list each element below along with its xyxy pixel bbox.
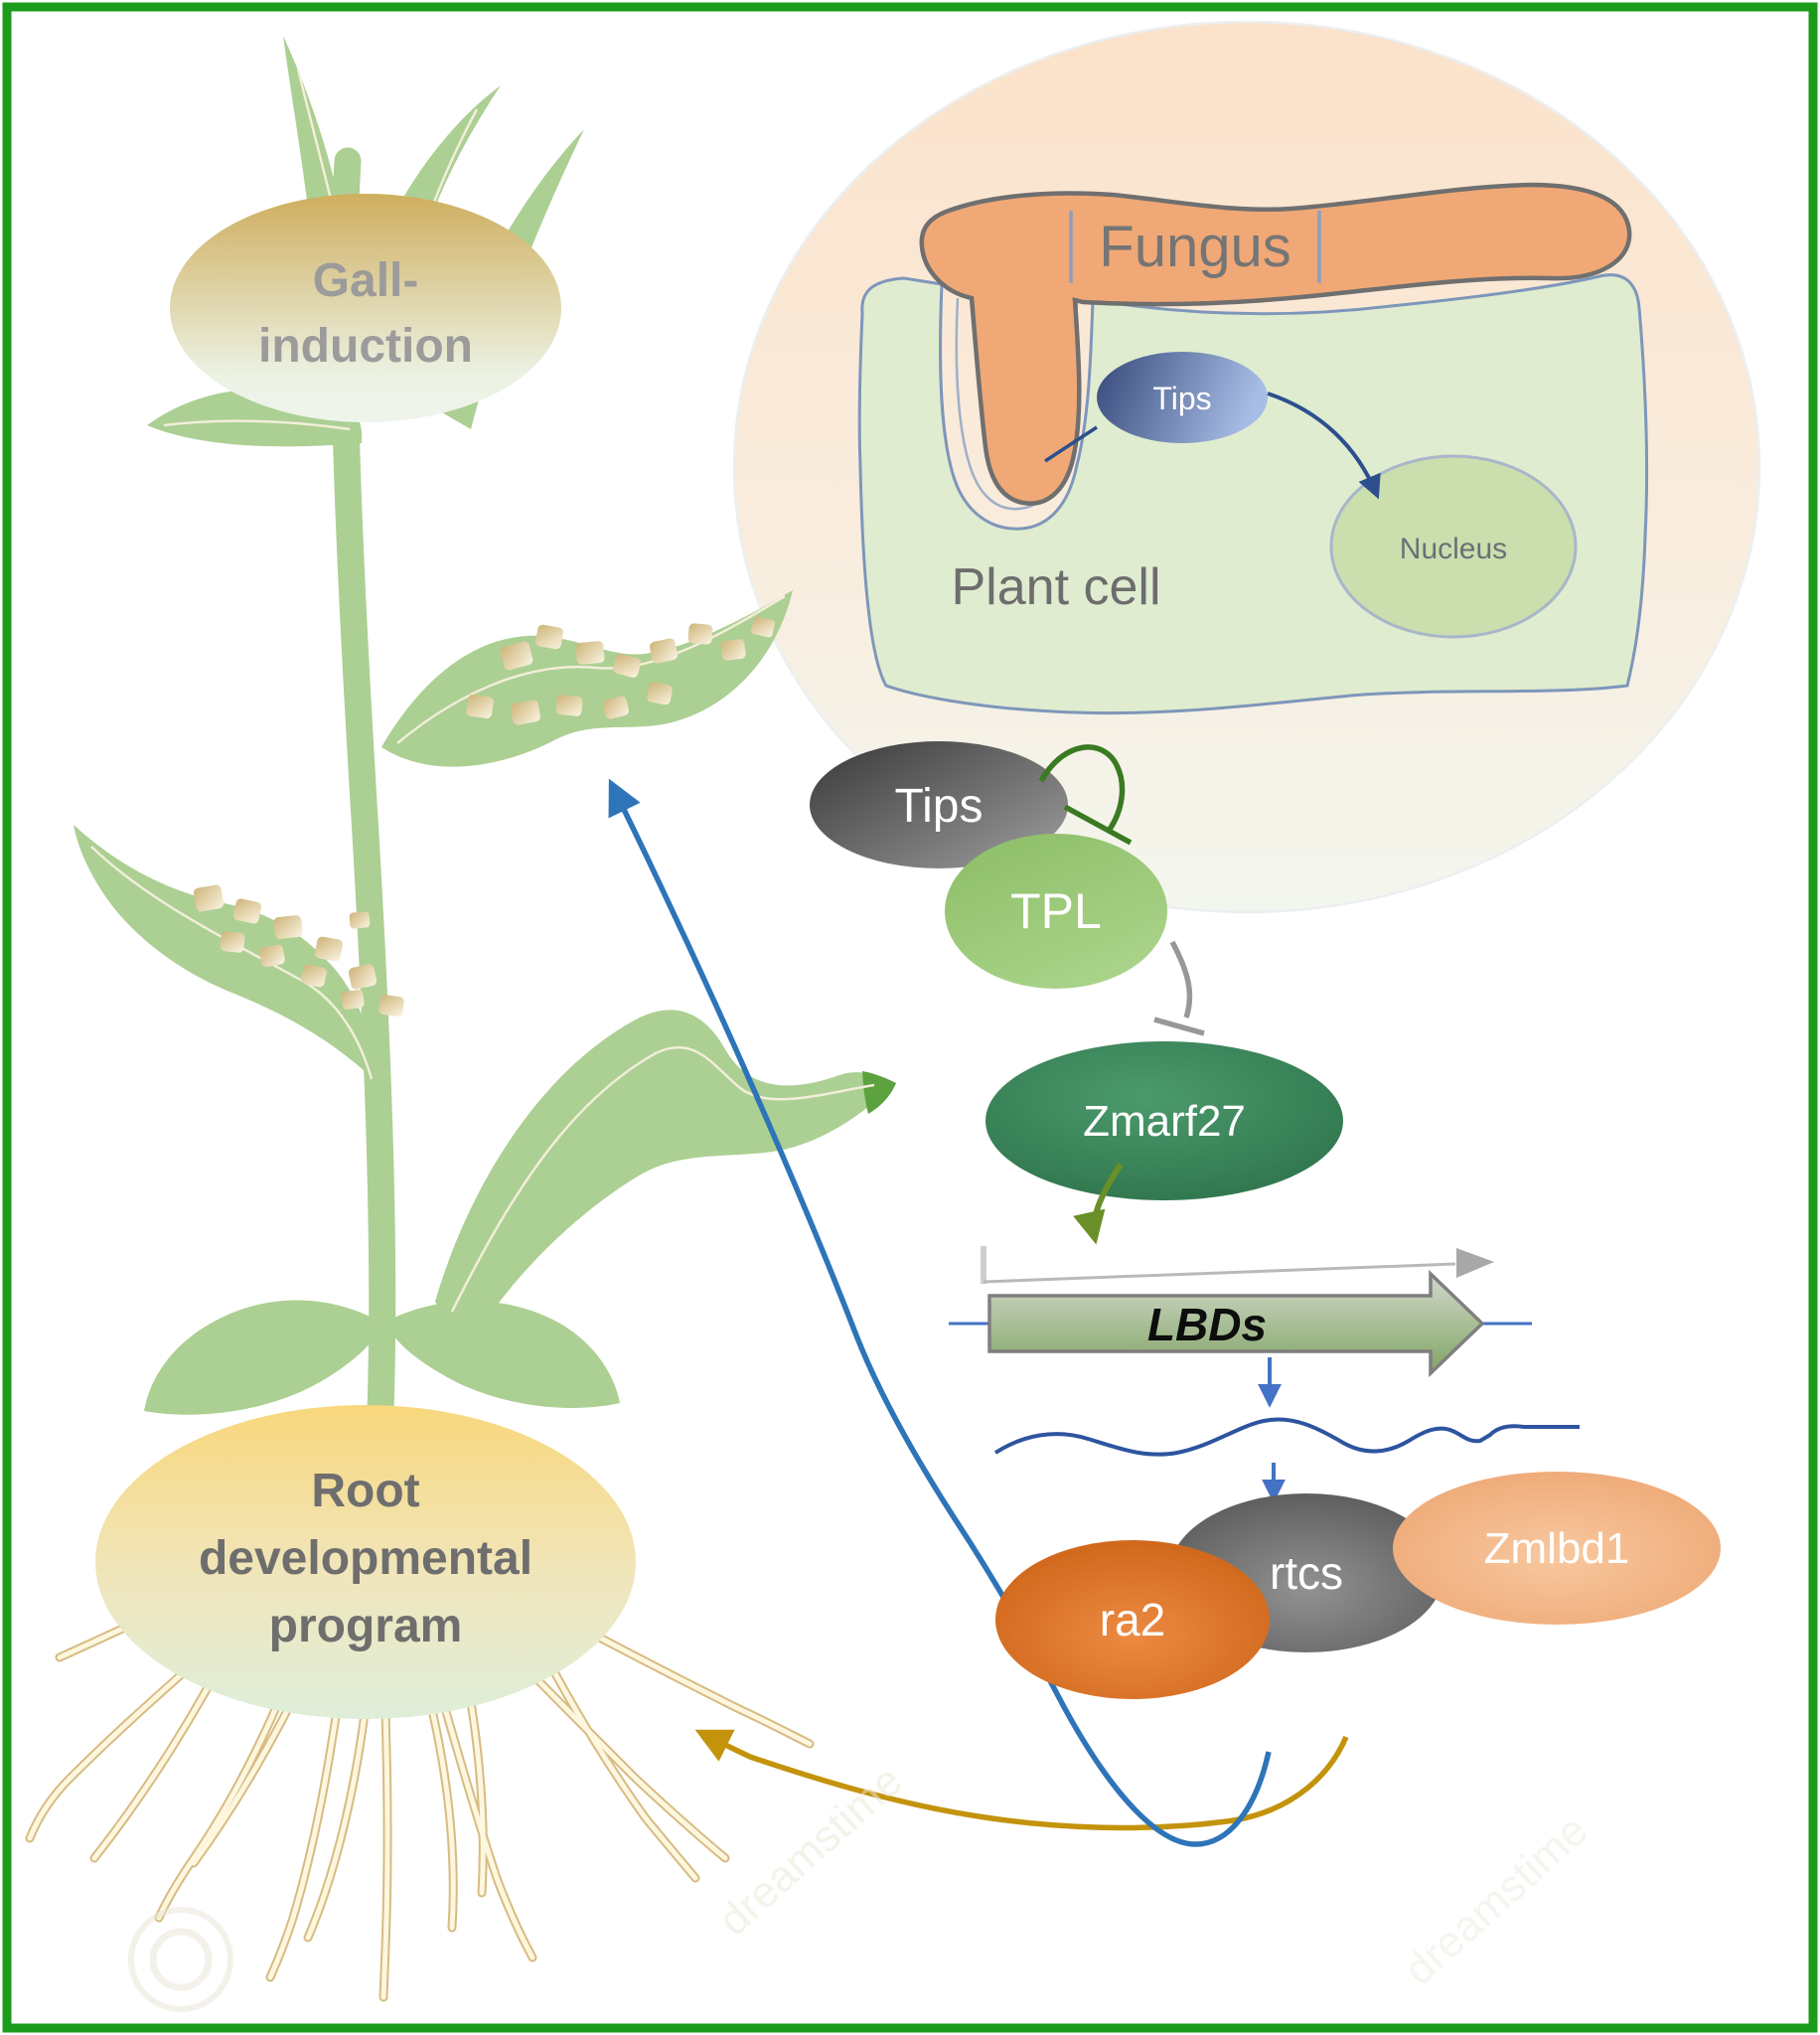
leaf-veins xyxy=(90,69,875,1313)
zmarf27-node xyxy=(986,1041,1343,1200)
nucleus-label: Nucleus xyxy=(1400,533,1507,565)
effector-tips-label: Tips xyxy=(1152,381,1211,416)
leaf-tip-accent xyxy=(862,1071,896,1114)
ra2-node xyxy=(995,1540,1270,1699)
gall-spots xyxy=(193,616,775,1017)
lbds-gene-label: LBDs xyxy=(1147,1299,1267,1350)
tpl-node xyxy=(945,834,1167,989)
tips-node xyxy=(810,741,1068,868)
root-program-node: Root developmental program xyxy=(95,1405,636,1719)
gall-induction-node: Gall- induction xyxy=(170,194,561,422)
zmlbd1-node-label: Zmlbd1 xyxy=(1484,1524,1630,1573)
tips-node-label: Tips xyxy=(895,780,984,833)
gall-induction-label-line2: induction xyxy=(258,320,473,373)
gall-induction-label-line1: Gall- xyxy=(313,254,419,307)
plant-cell-inset: Fungus Nucleus Tips Plant cell xyxy=(857,182,1649,715)
tpl-node-label: TPL xyxy=(1010,883,1102,939)
lbds-gene-arrow xyxy=(987,1269,1485,1378)
root-feedback-arrow xyxy=(694,1729,1349,1831)
root-program-label-line1: Root xyxy=(311,1465,419,1517)
leaf-gall-right xyxy=(381,590,793,767)
gene-scale-line xyxy=(983,1262,1456,1284)
leaf-bottom-right xyxy=(385,1301,620,1408)
effector-to-nucleus-arrow xyxy=(1267,391,1381,500)
gall-induction-arrow xyxy=(608,778,1272,1847)
zmarf27-node-label: Zmarf27 xyxy=(1083,1097,1246,1146)
tpl-zmarf-inhibition-curve xyxy=(1169,940,1193,1018)
tpl-zmarf-inhibition-bar xyxy=(1153,1017,1205,1036)
fungus-hypha xyxy=(919,182,1632,506)
fungus-label: Fungus xyxy=(1099,215,1290,279)
tips-tpl-inhibition-curve xyxy=(1038,744,1126,833)
hypha-to-effector-line xyxy=(1044,425,1098,463)
mrna-wave xyxy=(993,1417,1580,1457)
leaf-bottom-left xyxy=(144,1300,383,1415)
pathway: Tips TPL Zmarf27 LBDs xyxy=(810,741,1580,1503)
ra2-node-label: ra2 xyxy=(1100,1594,1165,1645)
root-program-label-line3: program xyxy=(269,1600,463,1652)
target-genes: rtcs Zmlbd1 ra2 xyxy=(995,1472,1721,1699)
zmarf-to-gene-arrow xyxy=(1073,1163,1124,1245)
nucleus-shape xyxy=(1329,454,1578,639)
leaf-lower-right xyxy=(435,1010,896,1336)
tips-tpl-inhibition-bar xyxy=(1063,804,1133,846)
maize-plant xyxy=(74,36,896,1425)
rtcs-node-label: rtcs xyxy=(1270,1547,1343,1599)
plant-cell-label: Plant cell xyxy=(952,558,1161,616)
gene-scale-arrowhead xyxy=(1456,1248,1494,1278)
zmlbd1-node xyxy=(1393,1472,1721,1625)
root-program-label-line2: developmental xyxy=(199,1532,532,1585)
effector-tips-shape xyxy=(1097,352,1268,443)
leaf-gall-left xyxy=(74,825,381,1087)
